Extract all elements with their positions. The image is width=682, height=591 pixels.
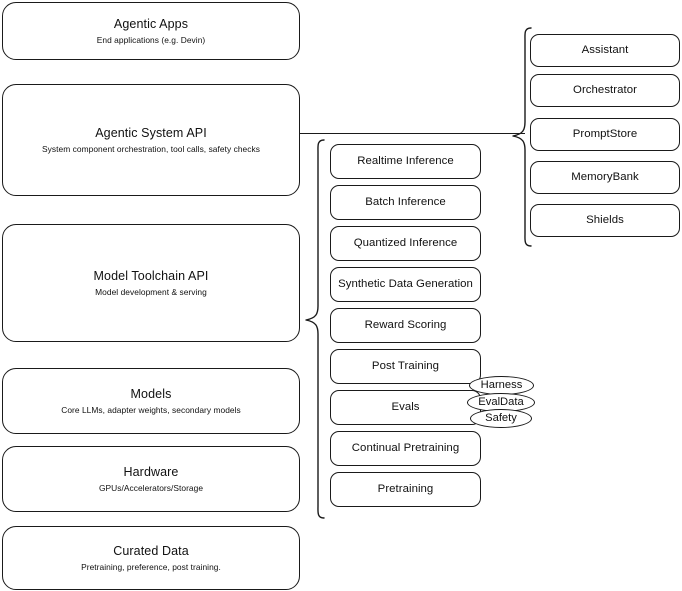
- capability-box-post-training[interactable]: Post Training: [330, 349, 481, 384]
- component-box-promptstore[interactable]: PromptStore: [530, 118, 680, 151]
- layer-title: Curated Data: [113, 544, 189, 558]
- layer-box-model-toolchain-api[interactable]: Model Toolchain API Model development & …: [2, 224, 300, 342]
- capability-box-quantized-inference[interactable]: Quantized Inference: [330, 226, 481, 261]
- layer-box-agentic-apps[interactable]: Agentic Apps End applications (e.g. Devi…: [2, 2, 300, 60]
- layer-box-curated-data[interactable]: Curated Data Pretraining, preference, po…: [2, 526, 300, 590]
- capability-label: Evals: [391, 401, 420, 413]
- layer-box-hardware[interactable]: Hardware GPUs/Accelerators/Storage: [2, 446, 300, 512]
- capability-label: Batch Inference: [365, 196, 446, 208]
- component-box-assistant[interactable]: Assistant: [530, 34, 680, 67]
- component-label: PromptStore: [572, 128, 638, 140]
- layer-title: Model Toolchain API: [93, 269, 209, 283]
- component-label: Assistant: [581, 44, 629, 56]
- capability-box-continual-pretraining[interactable]: Continual Pretraining: [330, 431, 481, 466]
- layer-title: Agentic Apps: [113, 17, 189, 31]
- component-box-orchestrator[interactable]: Orchestrator: [530, 74, 680, 107]
- brace-agentic-system-components: [512, 27, 532, 247]
- capability-box-pretraining[interactable]: Pretraining: [330, 472, 481, 507]
- capability-box-reward-scoring[interactable]: Reward Scoring: [330, 308, 481, 343]
- layer-title: Models: [130, 387, 172, 401]
- capability-label: Reward Scoring: [364, 319, 447, 331]
- layer-box-models[interactable]: Models Core LLMs, adapter weights, secon…: [2, 368, 300, 434]
- brace-model-toolchain: [305, 139, 325, 519]
- layer-subtitle: GPUs/Accelerators/Storage: [98, 483, 204, 493]
- component-box-shields[interactable]: Shields: [530, 204, 680, 237]
- capability-label: Realtime Inference: [357, 155, 454, 167]
- capability-label: Pretraining: [377, 483, 434, 495]
- layer-title: Agentic System API: [95, 126, 207, 140]
- component-label: Shields: [586, 214, 624, 226]
- capability-box-batch-inference[interactable]: Batch Inference: [330, 185, 481, 220]
- evals-pill-safety[interactable]: Safety: [470, 409, 532, 428]
- capability-label: Post Training: [371, 360, 440, 372]
- layer-subtitle: Model development & serving: [95, 287, 207, 297]
- layer-subtitle: Pretraining, preference, post training.: [81, 562, 221, 572]
- layer-subtitle: System component orchestration, tool cal…: [42, 144, 260, 154]
- evals-pill-label: Harness: [480, 379, 523, 391]
- component-label: MemoryBank: [571, 171, 639, 183]
- capability-label: Continual Pretraining: [351, 442, 460, 454]
- capability-label: Synthetic Data Generation: [338, 278, 473, 290]
- capability-box-realtime-inference[interactable]: Realtime Inference: [330, 144, 481, 179]
- evals-pill-evaldata[interactable]: EvalData: [467, 393, 535, 412]
- layer-title: Hardware: [123, 465, 179, 479]
- evals-pill-label: Safety: [485, 412, 517, 424]
- layer-subtitle: Core LLMs, adapter weights, secondary mo…: [61, 405, 241, 415]
- evals-pill-label: EvalData: [478, 396, 524, 408]
- capability-box-evals[interactable]: Evals: [330, 390, 481, 425]
- capability-box-synthetic-data-generation[interactable]: Synthetic Data Generation: [330, 267, 481, 302]
- layer-box-agentic-system-api[interactable]: Agentic System API System component orch…: [2, 84, 300, 196]
- component-label: Orchestrator: [573, 84, 637, 96]
- component-box-memorybank[interactable]: MemoryBank: [530, 161, 680, 194]
- layer-subtitle: End applications (e.g. Devin): [96, 35, 206, 45]
- connector-agentic-system-api-to-components: [300, 133, 525, 135]
- capability-label: Quantized Inference: [353, 237, 458, 249]
